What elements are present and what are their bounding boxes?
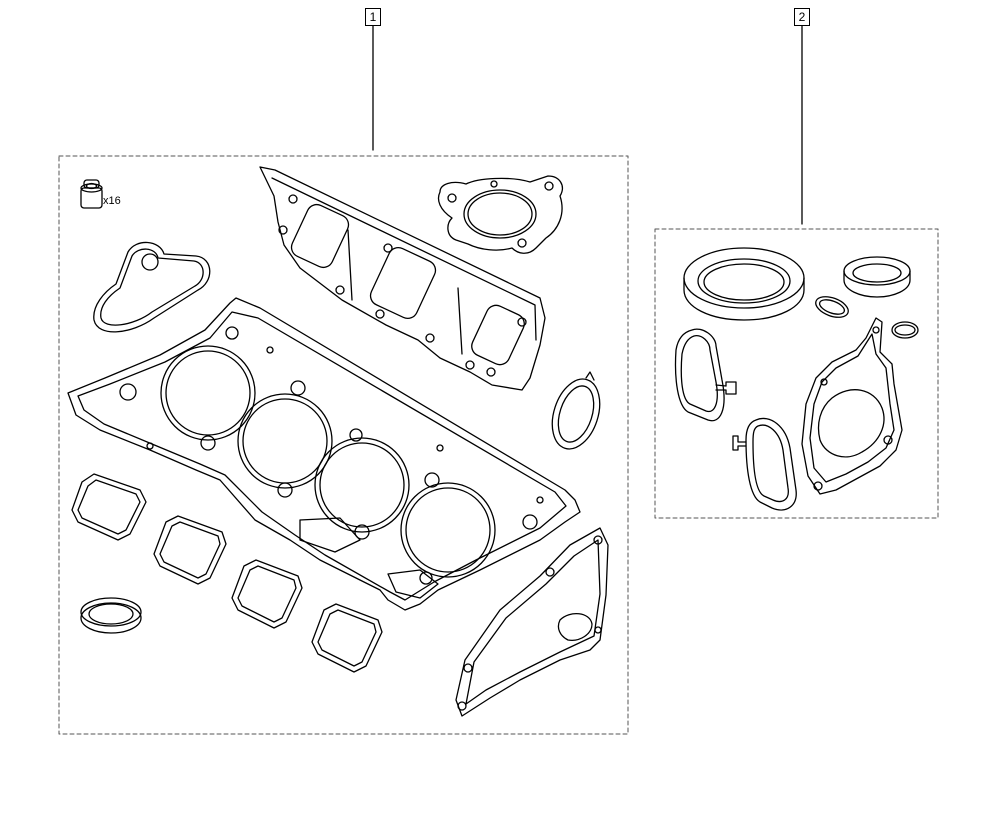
oval-ring-gasket (551, 371, 601, 450)
oval-housing-gasket (732, 417, 797, 511)
crankshaft-oil-seal (683, 247, 805, 321)
intake-port-gasket-4 (311, 603, 383, 673)
intake-port-gasket-3 (231, 559, 303, 629)
round-seal-ring (80, 597, 142, 634)
valve-stem-seal-quantity: x16 (103, 195, 121, 207)
kit-1-frame (58, 155, 629, 735)
small-seal-ring (843, 256, 911, 298)
cylinder-head-gasket (67, 297, 581, 611)
valve-stem-seal (80, 179, 103, 209)
small-o-ring (891, 321, 919, 339)
callout-1: 1 (365, 8, 381, 26)
intake-port-gasket-1 (71, 473, 147, 541)
oval-o-ring (815, 296, 849, 318)
callout-2: 2 (794, 8, 810, 26)
kit-2-frame (654, 228, 939, 519)
exhaust-manifold-gasket (259, 166, 546, 391)
water-outlet-gasket (437, 175, 563, 254)
intake-port-gasket-2 (153, 515, 227, 585)
timing-cover-gasket (455, 527, 609, 717)
water-pump-gasket (801, 317, 903, 495)
thermostat-gasket (674, 328, 737, 422)
oval-o-ring-inner (818, 299, 846, 315)
oil-housing-gasket (93, 241, 211, 333)
small-o-ring-inner (894, 324, 916, 336)
